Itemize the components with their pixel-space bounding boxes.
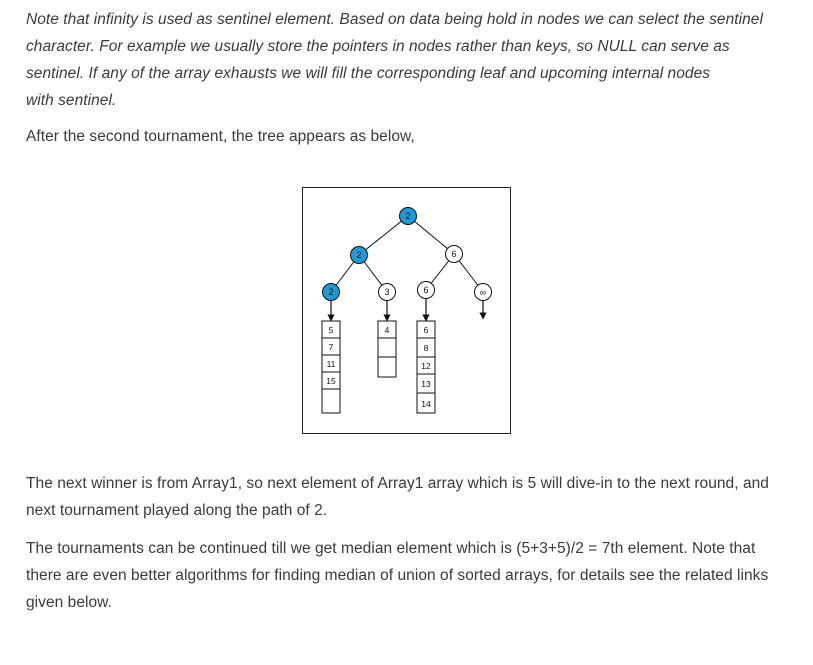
- next-winner-paragraph: The next winner is from Array1, so next …: [26, 470, 796, 524]
- paragraph-line: The next winner is from Array1, so next …: [26, 475, 769, 492]
- infinity-icon: ∞: [480, 288, 486, 298]
- continuation-paragraph: The tournaments can be continued till we…: [26, 535, 806, 616]
- sentinel-note: Note that infinity is used as sentinel e…: [26, 6, 796, 114]
- array-3: 6 8 12 13 14: [416, 320, 436, 414]
- paragraph-line: next tournament played along the path of…: [26, 502, 328, 519]
- node-value: 3: [384, 287, 389, 297]
- tree-intro-text: After the second tournament, the tree ap…: [26, 128, 415, 145]
- array-2: 4: [377, 320, 397, 378]
- array-cell: 13: [421, 379, 431, 389]
- tree-edge: [407, 215, 455, 255]
- paragraph-line: there are even better algorithms for fin…: [26, 567, 769, 584]
- note-line: Note that infinity is used as sentinel e…: [26, 11, 763, 28]
- array-cell: 15: [326, 376, 336, 386]
- tree-leaf-2: 3: [378, 283, 396, 301]
- note-line: character. For example we usually store …: [26, 38, 730, 55]
- node-value: 2: [328, 287, 333, 297]
- note-line: sentinel. If any of the array exhausts w…: [26, 65, 711, 82]
- tournament-tree-diagram: 2 2 6 2 3 6 ∞: [321, 207, 492, 414]
- node-value: 6: [423, 285, 428, 295]
- tree-node-left-internal: 2: [350, 246, 368, 264]
- paragraph-line: given below.: [26, 594, 112, 611]
- tournament-tree-figure: 2 2 6 2 3 6 ∞: [302, 187, 511, 434]
- paragraph-line: The tournaments can be continued till we…: [26, 540, 756, 557]
- array-cell: 6: [424, 325, 429, 335]
- node-value: 2: [405, 211, 410, 221]
- array-1: 5 7 11 15: [321, 320, 341, 414]
- array-cell: 12: [421, 361, 431, 371]
- tree-leaf-3: 6: [417, 281, 435, 299]
- node-value: 6: [451, 249, 456, 259]
- tree-edge: [358, 215, 409, 256]
- array-cell: 11: [327, 359, 336, 369]
- tree-node-right-internal: 6: [445, 245, 463, 263]
- tree-leaf-1: 2: [322, 283, 340, 301]
- tree-node-root: 2: [399, 207, 417, 225]
- array-cell: 8: [424, 343, 429, 353]
- array-cell: 5: [329, 325, 334, 335]
- array-cell: 4: [385, 325, 390, 335]
- note-line: with sentinel.: [26, 92, 117, 109]
- array-cell: 14: [421, 399, 431, 409]
- array-cell: 7: [329, 342, 334, 352]
- node-value: 2: [356, 250, 361, 260]
- tree-leaf-4: ∞: [474, 283, 492, 301]
